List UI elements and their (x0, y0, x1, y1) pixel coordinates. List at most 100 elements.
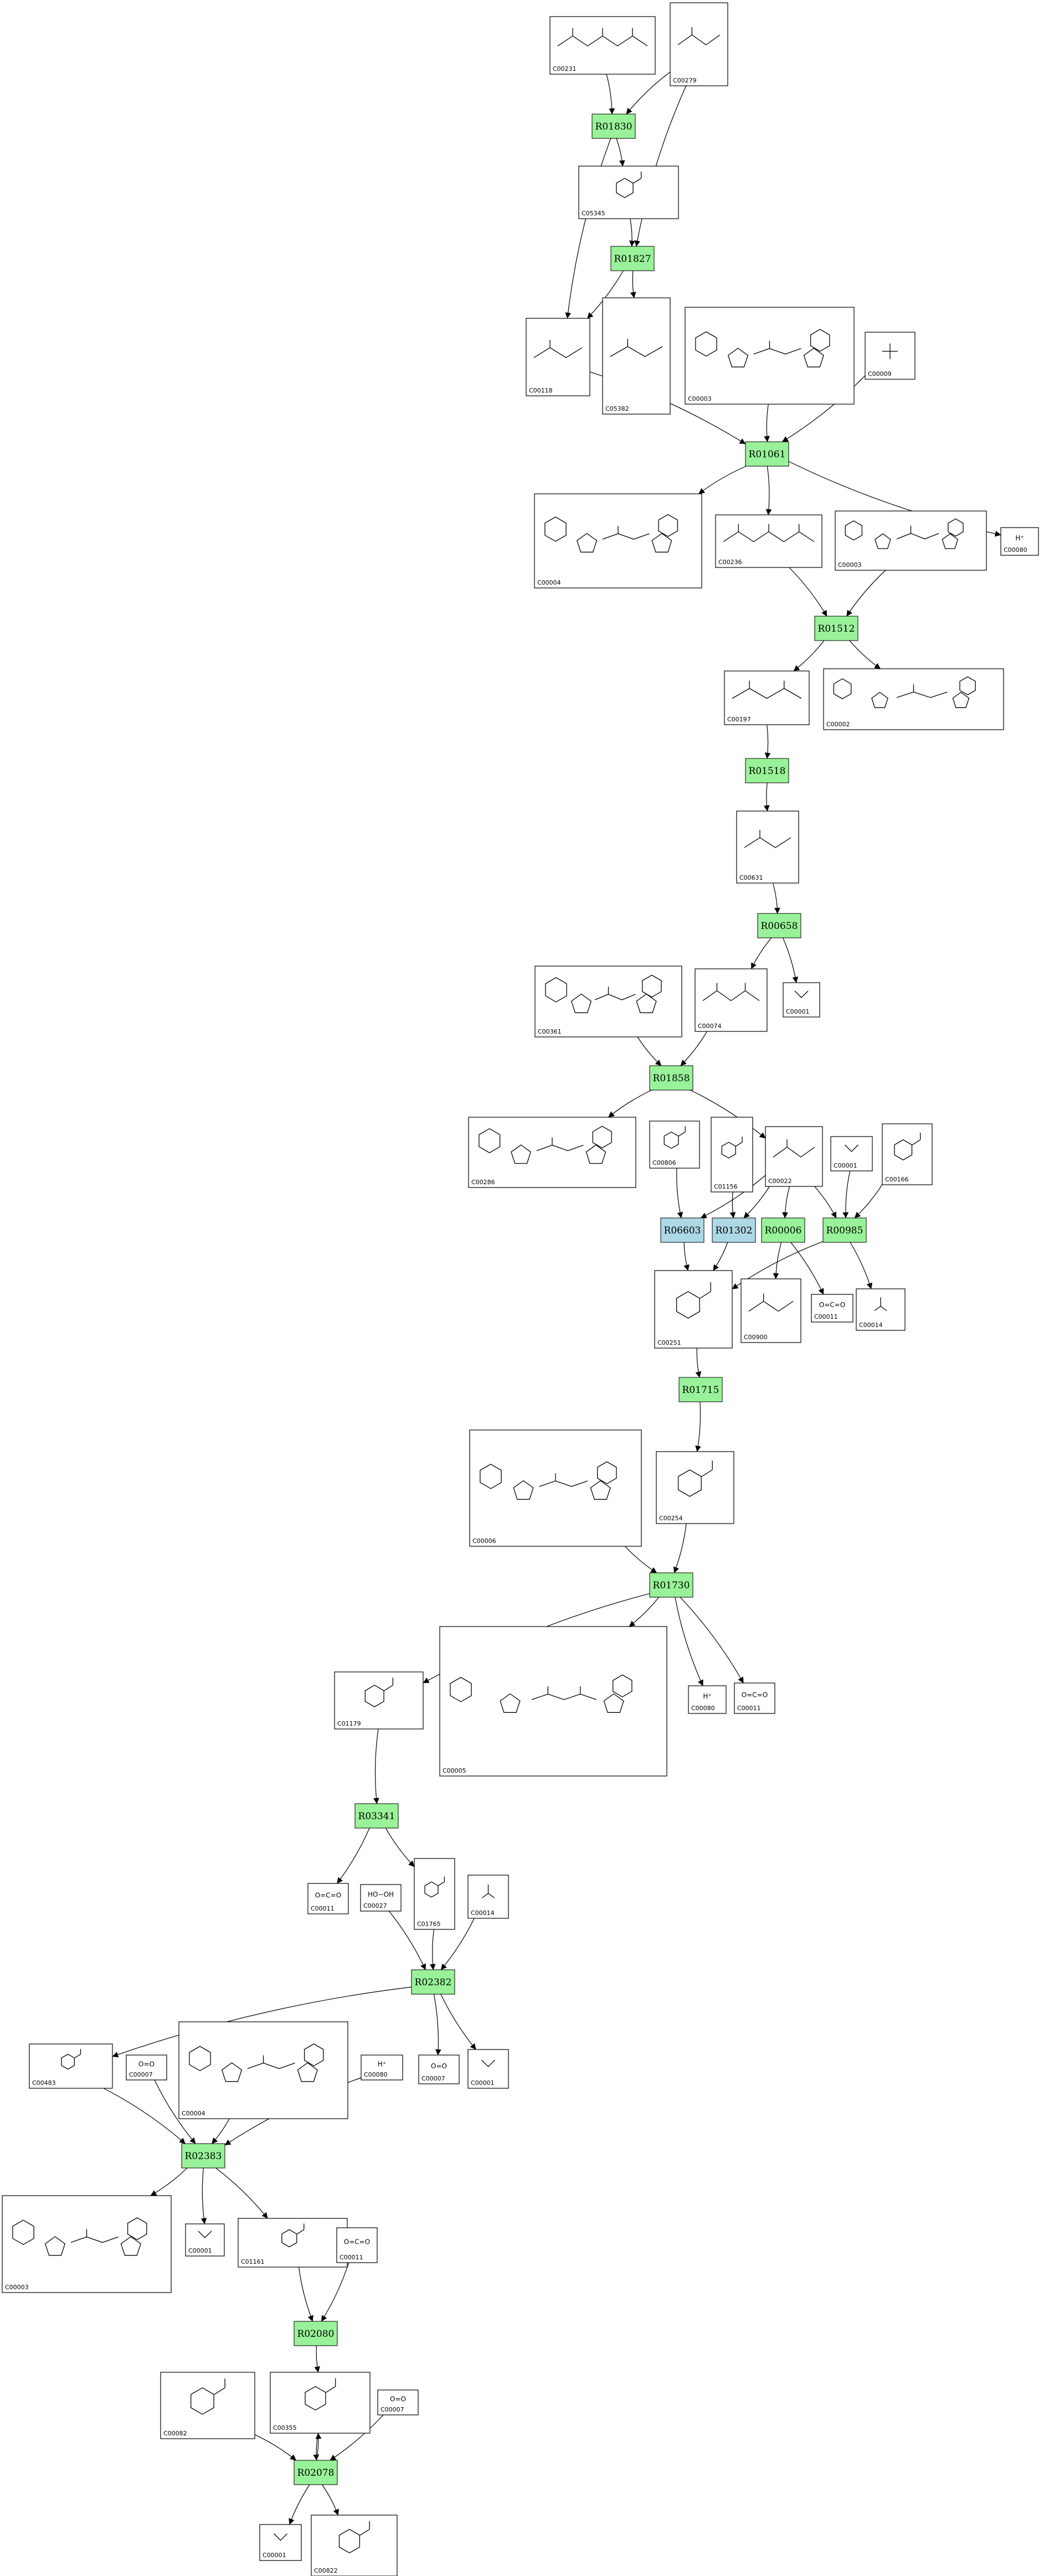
edge-arrow (314, 2345, 320, 2373)
compound-node[interactable]: C00074 (695, 968, 768, 1032)
compound-node[interactable]: H⁺C00080 (361, 2054, 403, 2081)
compound-node[interactable]: C00822 (311, 2515, 398, 2576)
compound-structure (664, 1126, 686, 1149)
reaction-label: R01518 (749, 766, 786, 777)
reaction-node[interactable]: R02080 (294, 2321, 338, 2346)
reaction-node[interactable]: R01858 (649, 1065, 693, 1091)
compound-node[interactable]: C00005 (439, 1626, 667, 1777)
reaction-node[interactable]: R02383 (181, 2143, 225, 2169)
compound-label: C00001 (786, 1008, 810, 1015)
reaction-node[interactable]: R01518 (745, 758, 789, 783)
compound-node[interactable]: C01765 (414, 1858, 455, 1930)
reaction-node[interactable]: R01830 (592, 113, 636, 139)
compound-node[interactable]: C00254 (656, 1451, 734, 1524)
compound-node[interactable]: C00806 (649, 1121, 700, 1169)
compound-node[interactable]: C00355 (270, 2372, 371, 2434)
compound-node[interactable]: C00236 (715, 514, 822, 568)
reaction-node[interactable]: R01827 (610, 246, 655, 271)
reaction-node[interactable]: R06603 (660, 1217, 704, 1243)
compound-box (656, 1451, 734, 1524)
reaction-node[interactable]: R02382 (411, 1969, 455, 1995)
edge-arrow (673, 1523, 687, 1573)
compound-label: C00080 (691, 1705, 715, 1712)
compound-node[interactable]: C01161 (238, 2218, 348, 2268)
reaction-label: R02382 (415, 1977, 452, 1988)
compound-node[interactable]: C05382 (602, 297, 671, 415)
compound-structure (479, 1126, 612, 1164)
compound-node[interactable]: C00286 (468, 1117, 636, 1188)
compound-node[interactable]: H⁺C00080 (1000, 527, 1039, 556)
compound-node[interactable]: C00166 (882, 1123, 933, 1185)
compound-node[interactable]: C00003 (835, 510, 987, 571)
compound-node[interactable]: C00251 (654, 1270, 733, 1349)
compound-node[interactable]: C00483 (29, 2043, 113, 2089)
compound-node[interactable]: H⁺C00080 (688, 1685, 727, 1714)
compound-node[interactable]: C00004 (178, 2021, 348, 2119)
compound-label: C00355 (273, 2424, 297, 2432)
compound-structure (702, 983, 760, 1002)
compound-structure (544, 514, 678, 553)
compound-node[interactable]: C05345 (578, 166, 679, 219)
reaction-node[interactable]: R02078 (294, 2460, 338, 2485)
reaction-node[interactable]: R01730 (649, 1572, 693, 1598)
compound-label: C01161 (241, 2258, 265, 2265)
compound-node[interactable]: C00231 (549, 16, 656, 75)
edge-arrow (763, 782, 770, 812)
reaction-node[interactable]: R03341 (354, 1803, 399, 1829)
edge-arrow (330, 2414, 384, 2461)
reaction-node[interactable]: R00006 (761, 1217, 805, 1243)
compound-node[interactable]: C00014 (467, 1875, 509, 1919)
compound-label: C00822 (314, 2567, 338, 2574)
compound-node[interactable]: C00001 (783, 982, 820, 1018)
compound-node[interactable]: C00014 (856, 1288, 906, 1331)
compound-box (270, 2372, 371, 2434)
compound-node[interactable]: C00001 (467, 2049, 509, 2089)
compound-node[interactable]: C00082 (160, 2372, 255, 2439)
compound-node[interactable]: C00279 (670, 2, 728, 86)
compound-node[interactable]: C00003 (685, 307, 855, 405)
compound-label: C00166 (885, 1176, 909, 1183)
reaction-node[interactable]: R00658 (757, 913, 801, 938)
compound-node[interactable]: C00009 (865, 332, 916, 380)
reaction-node[interactable]: R01302 (712, 1217, 756, 1243)
compound-node[interactable]: C01179 (334, 1671, 424, 1730)
compound-node[interactable]: C00001 (830, 1136, 873, 1171)
compound-node[interactable]: C00631 (736, 811, 799, 884)
reaction-node[interactable]: R01061 (745, 441, 789, 467)
compound-node[interactable]: C00001 (185, 2223, 225, 2257)
compound-node[interactable]: C00004 (534, 493, 702, 588)
compound-node[interactable]: C00006 (469, 1429, 642, 1547)
compound-box (811, 1294, 853, 1323)
compound-node[interactable]: C00001 (259, 2524, 302, 2561)
edge-arrow (150, 2167, 188, 2196)
compound-node[interactable]: C01156 (711, 1117, 753, 1193)
compound-node[interactable]: C00118 (526, 318, 590, 396)
compound-node[interactable]: C00022 (765, 1126, 823, 1187)
compound-structure (482, 1885, 495, 1898)
edge-arrow (773, 882, 780, 914)
reaction-node[interactable]: R01512 (814, 616, 858, 641)
reaction-label: R02080 (297, 2329, 335, 2340)
reaction-label: R01715 (682, 1385, 719, 1396)
compound-structure (676, 1282, 711, 1319)
compound-node[interactable]: C00002 (823, 668, 1004, 730)
edge-arrow (565, 138, 611, 319)
compound-node[interactable]: C00003 (2, 2195, 172, 2293)
compound-node[interactable]: C00197 (724, 670, 810, 725)
reaction-box (354, 1803, 399, 1829)
compound-node[interactable]: C00900 (740, 1278, 801, 1343)
edge-arrow (373, 1728, 379, 1804)
compound-node[interactable]: C00361 (534, 966, 682, 1037)
reaction-node[interactable]: R01715 (678, 1377, 723, 1402)
reaction-node[interactable]: R00985 (822, 1217, 867, 1243)
compound-structure (833, 676, 976, 708)
